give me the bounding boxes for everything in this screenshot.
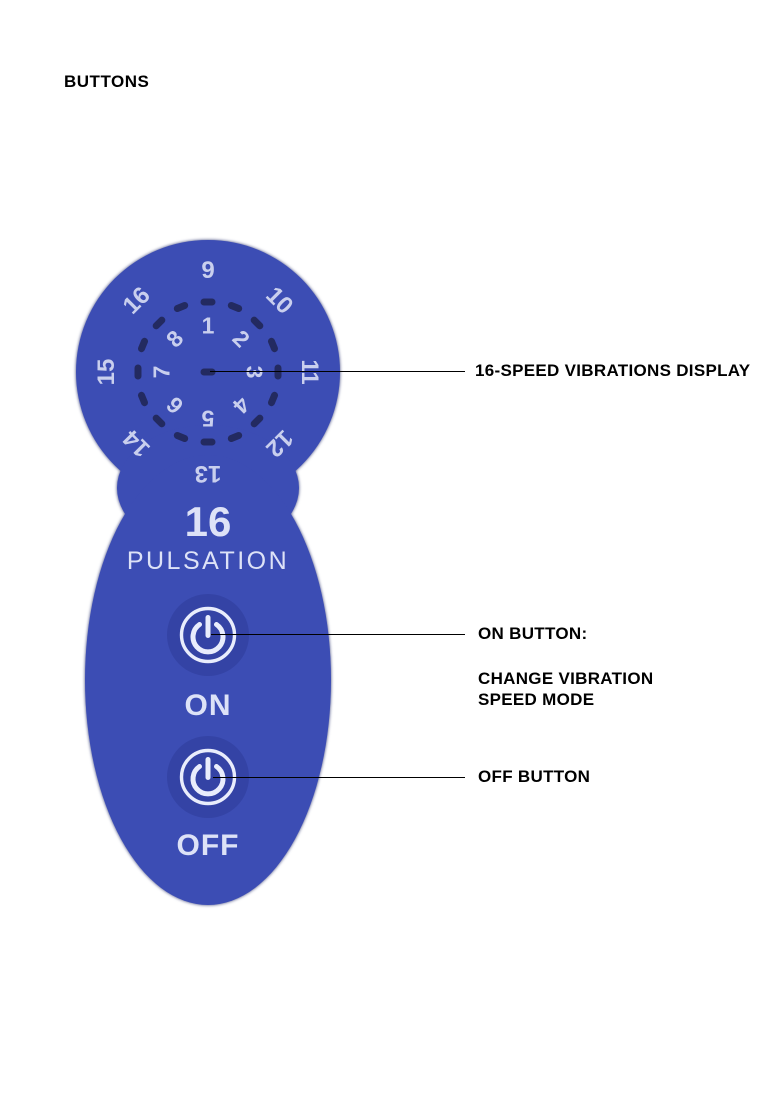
- dial-number-14: 14: [117, 424, 156, 463]
- callout-line-display: [210, 371, 465, 372]
- led-indicator: [134, 364, 142, 380]
- dial-number-2: 2: [227, 325, 255, 353]
- callout-on-description: CHANGE VIBRATION SPEED MODE: [478, 669, 654, 709]
- led-indicator: [172, 430, 190, 443]
- dial-number-7: 7: [148, 365, 175, 379]
- callout-off-label: OFF BUTTON: [478, 767, 591, 786]
- off-button[interactable]: [164, 733, 252, 821]
- mode-label: PULSATION: [126, 547, 290, 575]
- led-indicator: [266, 336, 279, 354]
- on-button-label: ON: [184, 689, 232, 722]
- power-icon: [167, 736, 249, 818]
- dial-number-4: 4: [227, 391, 255, 419]
- led-indicator: [249, 413, 266, 430]
- led-indicator-center: [200, 368, 216, 376]
- dial-number-5: 5: [201, 405, 215, 432]
- callout-line-off: [213, 777, 465, 778]
- dial-number-13: 13: [194, 460, 222, 487]
- on-button[interactable]: [164, 591, 252, 679]
- dial-number-3: 3: [241, 365, 268, 379]
- led-indicator: [137, 390, 150, 408]
- led-indicator: [226, 301, 244, 314]
- dial-number-8: 8: [161, 325, 189, 353]
- mode-number: 16: [184, 498, 232, 545]
- led-indicator: [172, 301, 190, 314]
- off-button-label: OFF: [176, 829, 240, 862]
- led-indicator: [137, 336, 150, 354]
- led-indicator: [200, 298, 216, 306]
- led-indicator: [274, 364, 282, 380]
- callout-line-on: [211, 634, 465, 635]
- callout-on-label: ON BUTTON:: [478, 624, 588, 643]
- dial-number-12: 12: [260, 424, 299, 463]
- dial-number-11: 11: [296, 359, 323, 385]
- led-indicator: [150, 413, 167, 430]
- callout-display-label: 16-SPEED VIBRATIONS DISPLAY: [475, 361, 751, 380]
- led-indicator: [200, 438, 216, 446]
- led-indicator: [249, 314, 266, 331]
- dial-number-16: 16: [117, 281, 156, 320]
- led-indicator: [266, 390, 279, 408]
- dial-number-10: 10: [260, 281, 299, 320]
- power-icon: [167, 594, 249, 676]
- dial-number-9: 9: [201, 257, 215, 284]
- dial-number-6: 6: [161, 391, 189, 419]
- led-indicator: [150, 314, 167, 331]
- device-silhouette: [72, 240, 344, 908]
- dial-number-1: 1: [201, 312, 215, 339]
- device-body: [85, 455, 331, 905]
- led-indicator: [226, 430, 244, 443]
- dial-number-15: 15: [93, 358, 120, 386]
- page-title: BUTTONS: [64, 72, 150, 91]
